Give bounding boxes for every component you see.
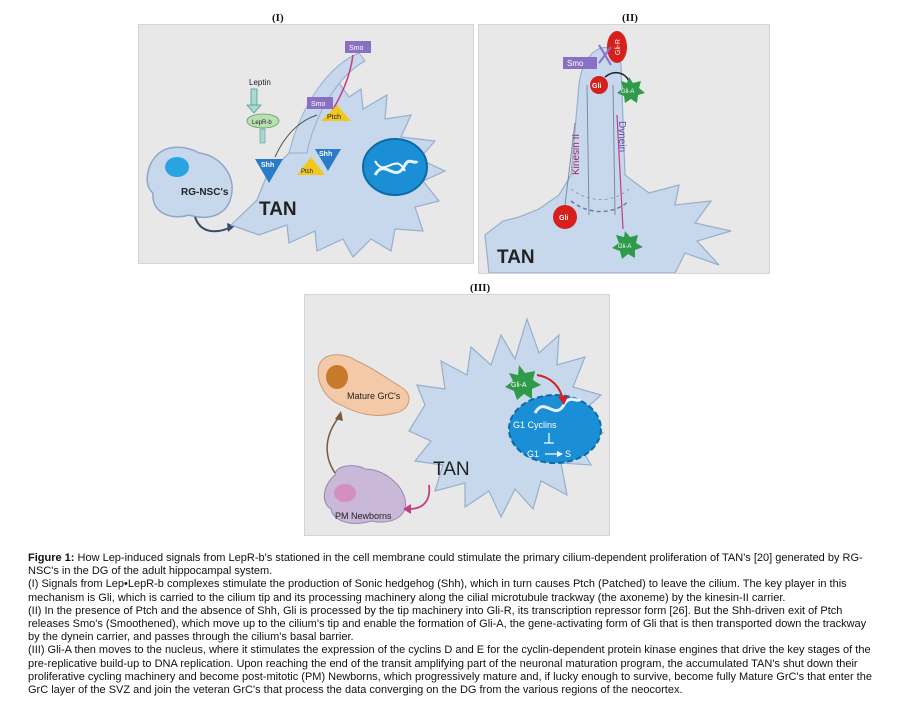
gli-a-top-star [617, 77, 645, 103]
dna-helix-i [373, 159, 419, 176]
panel-i-illustration: RG-NSC's TAN Smo Leptin LepR-b Shh Smo P… [146, 41, 447, 258]
gli-a-top-label: Gli-A [621, 89, 634, 95]
rg-nsc-label: RG-NSC's [181, 187, 229, 198]
lepr-b-receptor [246, 113, 280, 129]
mature-grc-nucleus [326, 365, 348, 389]
gli-top-blob [590, 76, 608, 94]
smo-box-ii [563, 57, 597, 69]
panel-iii: Mature GrC's G1 Cyclins G1 S Gli-A TAN P… [304, 294, 610, 536]
panel-i: RG-NSC's TAN Smo Leptin LepR-b Shh Smo P… [138, 24, 474, 264]
ptch-bottom-label: Ptch [301, 169, 313, 175]
cilium-i [288, 52, 366, 154]
gli-r-label: Gli-R [615, 39, 622, 55]
gli-a-star-iii [505, 365, 541, 400]
ptch-bottom-triangle [297, 157, 325, 175]
leptin-arrow [250, 88, 258, 106]
smo-top-label: Smo [349, 45, 364, 52]
shh-left-triangle [255, 159, 283, 183]
tan-to-pm-arrow [408, 484, 431, 510]
cilium-barrier [570, 200, 630, 213]
s-label: S [565, 449, 571, 459]
shh-right-label: Shh [319, 151, 332, 158]
pm-to-mature-arrow [326, 416, 340, 474]
panel-ii: Kinesin II Dynein Gli-R Smo Gli Gli-A Gl… [478, 24, 770, 274]
pm-newborns-nucleus [334, 484, 356, 502]
lepr-b-label: LepR-b [252, 120, 272, 126]
tan-cell-iii [408, 317, 605, 519]
rg-nsc-cell [146, 146, 233, 218]
caption-title-text: How Lep-induced signals from LepR-b's st… [28, 552, 863, 578]
smo-mid-label: Smo [311, 101, 326, 108]
panel-ii-illustration: Kinesin II Dynein Gli-R Smo Gli Gli-A Gl… [484, 31, 732, 273]
g1-label: G1 [527, 449, 539, 459]
shh-left-label: Shh [261, 162, 274, 169]
tan-label-i: TAN [259, 199, 297, 220]
nucleus-iii [508, 394, 602, 464]
caption-figure-label: Figure 1: [28, 552, 75, 564]
gli-bottom-blob [553, 205, 577, 229]
caption-panel-iii: (III) Gli-A then moves to the nucleus, w… [28, 644, 872, 697]
gli-top-label: Gli [592, 83, 601, 90]
gli-a-label-iii: Gli-A [511, 382, 527, 389]
shh-right-triangle [315, 149, 341, 171]
mature-label: Mature GrC's [347, 391, 401, 401]
panel-label-ii: (II) [622, 12, 638, 24]
ptch-top-triangle [321, 105, 351, 121]
g1-cyclins-label: G1 Cyclins [513, 420, 557, 430]
dna-helix-iii [533, 397, 583, 414]
smo-top-box [345, 41, 371, 53]
rg-to-tan-arrow [194, 216, 232, 233]
gli-a-bottom-label: Gli-A [618, 244, 631, 250]
caption-panel-ii: (II) In the presence of Ptch and the abs… [28, 604, 867, 644]
panel-label-i: (I) [272, 12, 284, 24]
smo-mid-box [307, 97, 333, 109]
kinesin-label: Kinesin II [571, 134, 582, 175]
pm-newborns-label: PM Newborns [335, 511, 392, 521]
dynein-label: Dynein [616, 121, 627, 152]
tan-label-iii: TAN [433, 459, 470, 480]
caption-title: Figure 1: How Lep-induced signals from L… [28, 552, 880, 578]
leptin-label: Leptin [249, 78, 271, 87]
smo-label-ii: Smo [567, 59, 584, 68]
tan-label-ii: TAN [497, 247, 535, 268]
gli-a-bottom-star [612, 231, 643, 259]
nucleus-i [362, 138, 428, 196]
figure-caption: Figure 1: How Lep-induced signals from L… [28, 552, 880, 697]
gli-bottom-label: Gli [559, 215, 568, 222]
tan-cell-ii [484, 47, 732, 273]
panel-label-iii: (III) [470, 282, 491, 294]
caption-panel-i: (I) Signals from Lep•LepR-b complexes st… [28, 578, 847, 604]
panel-iii-illustration: Mature GrC's G1 Cyclins G1 S Gli-A TAN P… [317, 317, 605, 524]
gli-r-blob [607, 31, 627, 63]
ptch-top-label: Ptch [327, 114, 341, 121]
pm-newborns-cell [323, 465, 407, 524]
rg-nsc-nucleus [165, 157, 189, 177]
